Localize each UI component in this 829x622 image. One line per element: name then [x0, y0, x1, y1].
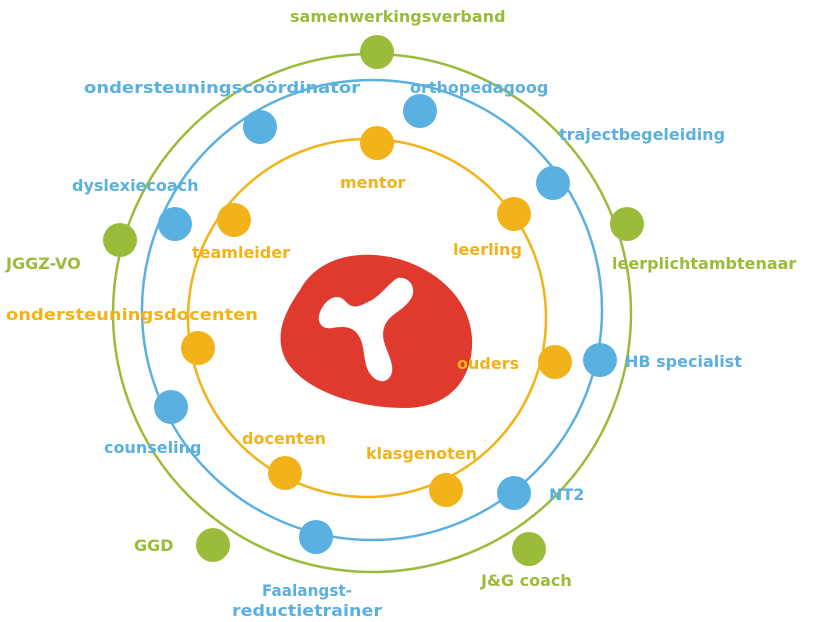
node-ouders — [538, 345, 572, 379]
node-mentor — [360, 126, 394, 160]
node-faalangst — [299, 520, 333, 554]
node-docenten — [268, 456, 302, 490]
node-counseling — [154, 390, 188, 424]
node-ondersteuningsdocenten — [181, 331, 215, 365]
label-ondersteuningscoordinator: ondersteuningscoördinator — [84, 78, 360, 97]
middle-ring — [140, 78, 604, 542]
label-leerplichtambtenaar: leerplichtambtenaar — [612, 254, 796, 273]
node-hb-specialist — [583, 343, 617, 377]
label-leerling: leerling — [453, 240, 522, 259]
label-jg-coach: J&G coach — [480, 571, 572, 590]
label-faalangst-line1: Faalangst- — [262, 581, 352, 600]
node-samenwerkingsverband — [360, 35, 394, 69]
label-samenwerkingsverband: samenwerkingsverband — [290, 7, 506, 26]
label-ouders: ouders — [457, 354, 519, 373]
node-ggd — [196, 528, 230, 562]
node-dyslexiecoach — [158, 207, 192, 241]
label-klasgenoten: klasgenoten — [366, 444, 477, 463]
node-leerplichtambtenaar — [610, 207, 644, 241]
node-jggz-vo — [103, 223, 137, 257]
label-docenten: docenten — [242, 429, 326, 448]
label-ggd: GGD — [134, 536, 174, 555]
label-nt2: NT2 — [549, 485, 584, 504]
label-faalangst-line2: reductietrainer — [232, 601, 382, 620]
label-mentor: mentor — [340, 173, 406, 192]
label-ondersteuningsdocenten: ondersteuningsdocenten — [6, 305, 258, 324]
node-klasgenoten — [429, 473, 463, 507]
node-teamleider — [217, 203, 251, 237]
label-teamleider: teamleider — [192, 243, 290, 262]
node-orthopedagoog — [403, 94, 437, 128]
label-orthopedagoog: orthopedagoog — [410, 78, 548, 97]
node-leerling — [497, 197, 531, 231]
label-counseling: counseling — [104, 438, 201, 457]
node-ondersteuningscoordinator — [243, 110, 277, 144]
node-trajectbegeleiding — [536, 166, 570, 200]
label-jggz-vo: JGGZ-VO — [5, 254, 81, 273]
node-nt2 — [497, 476, 531, 510]
node-jg-coach — [512, 532, 546, 566]
label-dyslexiecoach: dyslexiecoach — [72, 176, 199, 195]
red-blob-logo-icon — [280, 254, 473, 408]
label-trajectbegeleiding: trajectbegeleiding — [559, 125, 725, 144]
label-hb-specialist: HB specialist — [625, 352, 742, 371]
